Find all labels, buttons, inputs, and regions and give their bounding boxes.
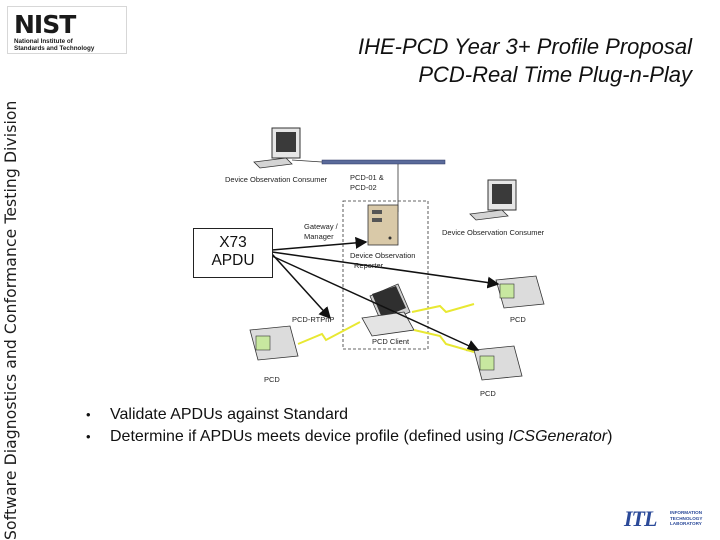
itl-logo-subtitle: INFORMATION TECHNOLOGY LABORATORY: [670, 510, 702, 527]
consumer-right-computer-icon: [469, 179, 517, 221]
label-pcd-bottom: PCD: [480, 389, 496, 398]
apdu-arrow-to-pcd-left: [271, 253, 332, 320]
itl-logo-mark: ITL: [624, 506, 657, 531]
label-pcd-links-2: PCD-02: [350, 183, 377, 192]
lightning-link-bottom: [413, 329, 475, 353]
label-gateway-1: Gateway /: [304, 222, 339, 231]
itl-logo-sub-line2: TECHNOLOGY: [670, 515, 703, 521]
label-pcd-left: PCD: [264, 375, 280, 384]
network-backbone: [321, 159, 446, 165]
nist-logo: NIST National Institute of Standards and…: [7, 6, 127, 54]
network-diagram: Device Observation Consumer PCD-01 & PCD…: [225, 127, 545, 398]
bullet-dot-icon: •: [86, 407, 91, 422]
consumer-left-link: [291, 159, 323, 163]
label-gateway-2: Manager: [304, 232, 334, 241]
bullet-item: • Determine if APDUs meets device profil…: [86, 426, 612, 448]
gateway-boundary: [342, 200, 429, 350]
pcd-left-device-icon: [249, 325, 299, 361]
nist-logo-mark: NIST: [14, 10, 76, 39]
callout-line2: APDU: [211, 252, 255, 269]
bullet-dot-icon: •: [86, 429, 91, 444]
lightning-link-left: [297, 321, 361, 345]
slide-title-line2: PCD-Real Time Plug-n-Play: [418, 62, 692, 87]
label-consumer-left: Device Observation Consumer: [225, 175, 328, 184]
nist-logo-subtitle: National Institute of Standards and Tech…: [14, 38, 126, 52]
division-sidebar: Software Diagnostics and Conformance Tes…: [0, 0, 26, 540]
apdu-arrow-to-pcd-bottom: [271, 255, 480, 352]
callout-line1: X73: [219, 234, 247, 251]
bullet-text: Determine if APDUs meets device profile …: [110, 428, 509, 445]
slide-title-line1: IHE-PCD Year 3+ Profile Proposal: [357, 34, 692, 59]
x73-apdu-callout: X73 APDU: [193, 228, 273, 278]
itl-logo-sub-line1: INFORMATION: [670, 510, 703, 515]
pcd-client-laptop-icon: [361, 283, 415, 337]
apdu-arrow-to-pcd-right: [271, 251, 500, 289]
label-consumer-right: Device Observation Consumer: [442, 228, 545, 237]
nist-logo-subtitle-line1: National Institute of: [14, 38, 73, 45]
label-reporter-1: Device Observation: [350, 251, 415, 260]
label-rtpnp: PCD-RTPnP: [292, 315, 334, 324]
pcd-right-device-icon: [495, 275, 545, 309]
nist-logo-subtitle-line2: Standards and Technology: [14, 45, 95, 53]
bullet-emphasis: ICSGenerator: [508, 428, 608, 445]
bullet-item: • Validate APDUs against Standard: [86, 404, 612, 426]
label-pcd-links-1: PCD-01 &: [350, 173, 384, 182]
lightning-link-right: [411, 303, 475, 314]
pcd-bottom-device-icon: [473, 345, 523, 381]
slide-title: IHE-PCD Year 3+ Profile Proposal PCD-Rea…: [358, 33, 692, 89]
bullet-list: • Validate APDUs against Standard • Dete…: [86, 404, 612, 448]
apdu-arrow-to-reporter: [271, 236, 368, 251]
bullet-tail: ): [607, 428, 613, 445]
gateway-server-icon: [367, 204, 399, 246]
bullet-text: Validate APDUs against Standard: [110, 406, 349, 423]
label-pcd-right: PCD: [510, 315, 526, 324]
label-pcd-client: PCD Client: [372, 337, 410, 346]
itl-logo: ITL INFORMATION TECHNOLOGY LABORATORY: [624, 506, 708, 534]
division-name: Software Diagnostics and Conformance Tes…: [2, 100, 20, 540]
itl-logo-sub-line3: LABORATORY: [670, 521, 702, 526]
label-reporter-2: Reporter: [354, 261, 384, 270]
consumer-left-computer-icon: [253, 127, 301, 169]
